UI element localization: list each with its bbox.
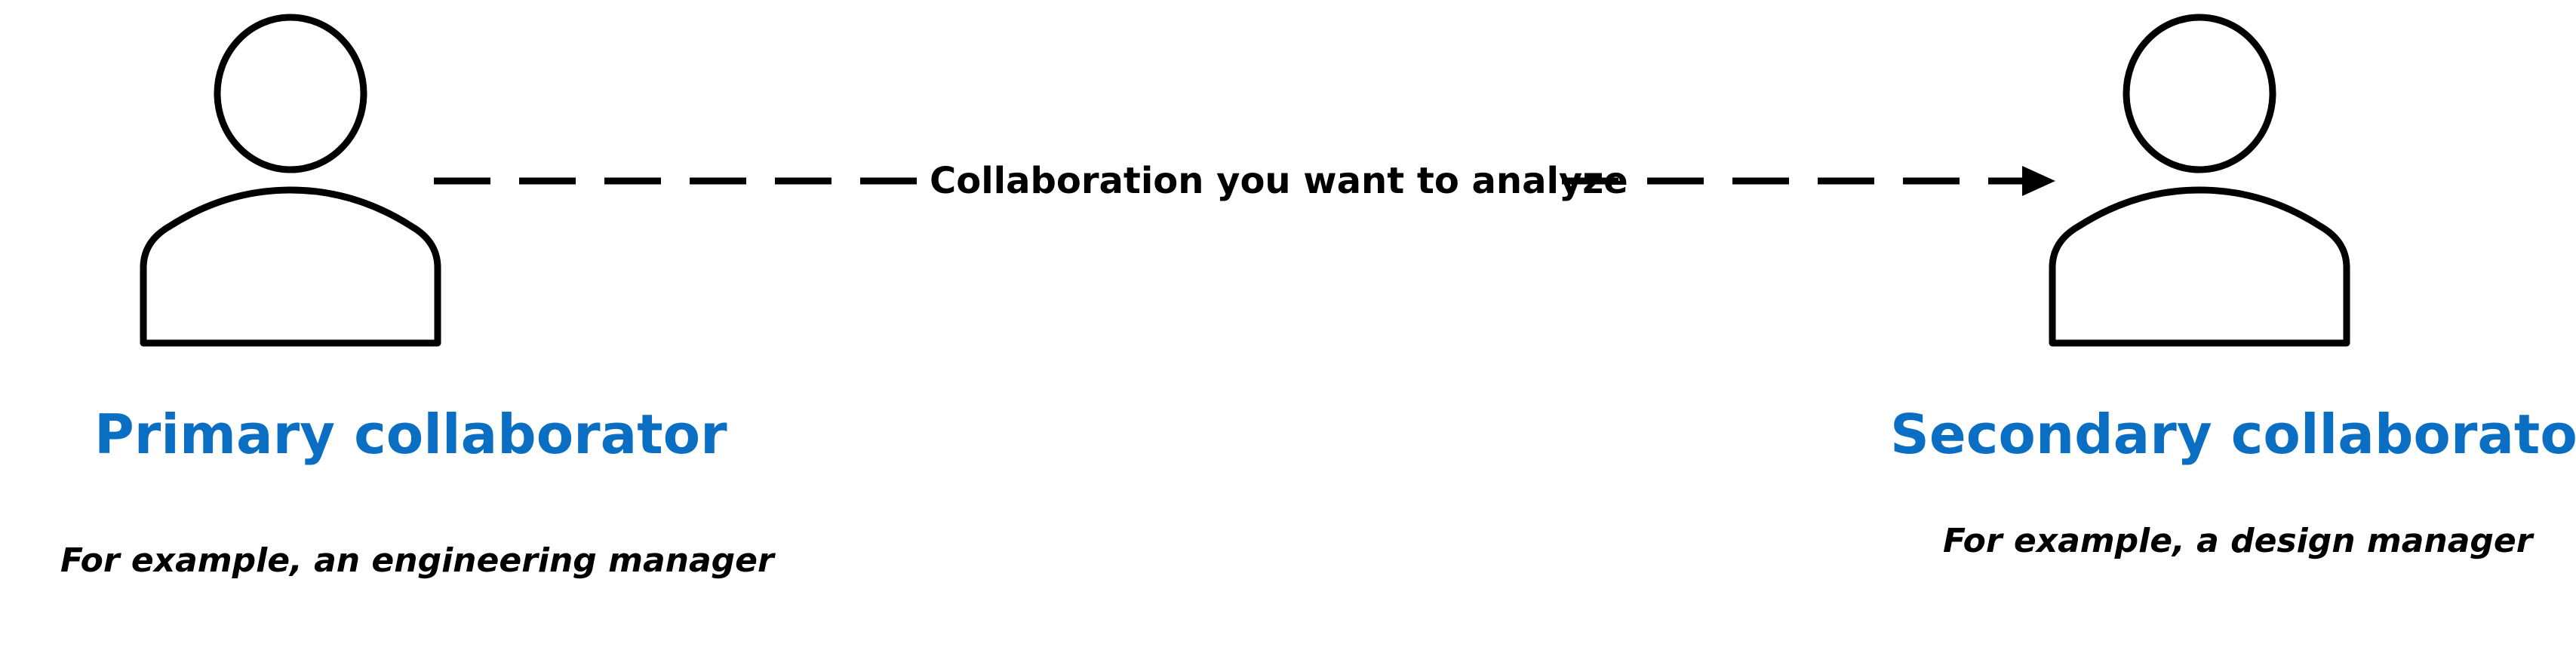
secondary-collaborator-title: Secondary collaborator: [1890, 403, 2576, 466]
secondary-person-icon: [2049, 14, 2350, 347]
primary-collaborator-example: For example, an engineering manager: [60, 541, 774, 580]
primary-person-icon: [140, 14, 441, 347]
edge-label: Collaboration you want to analyze: [930, 160, 1628, 202]
arrowhead-icon: [2022, 166, 2055, 196]
primary-collaborator-title: Primary collaborator: [94, 403, 727, 466]
secondary-collaborator-example: For example, a design manager: [1943, 522, 2533, 560]
